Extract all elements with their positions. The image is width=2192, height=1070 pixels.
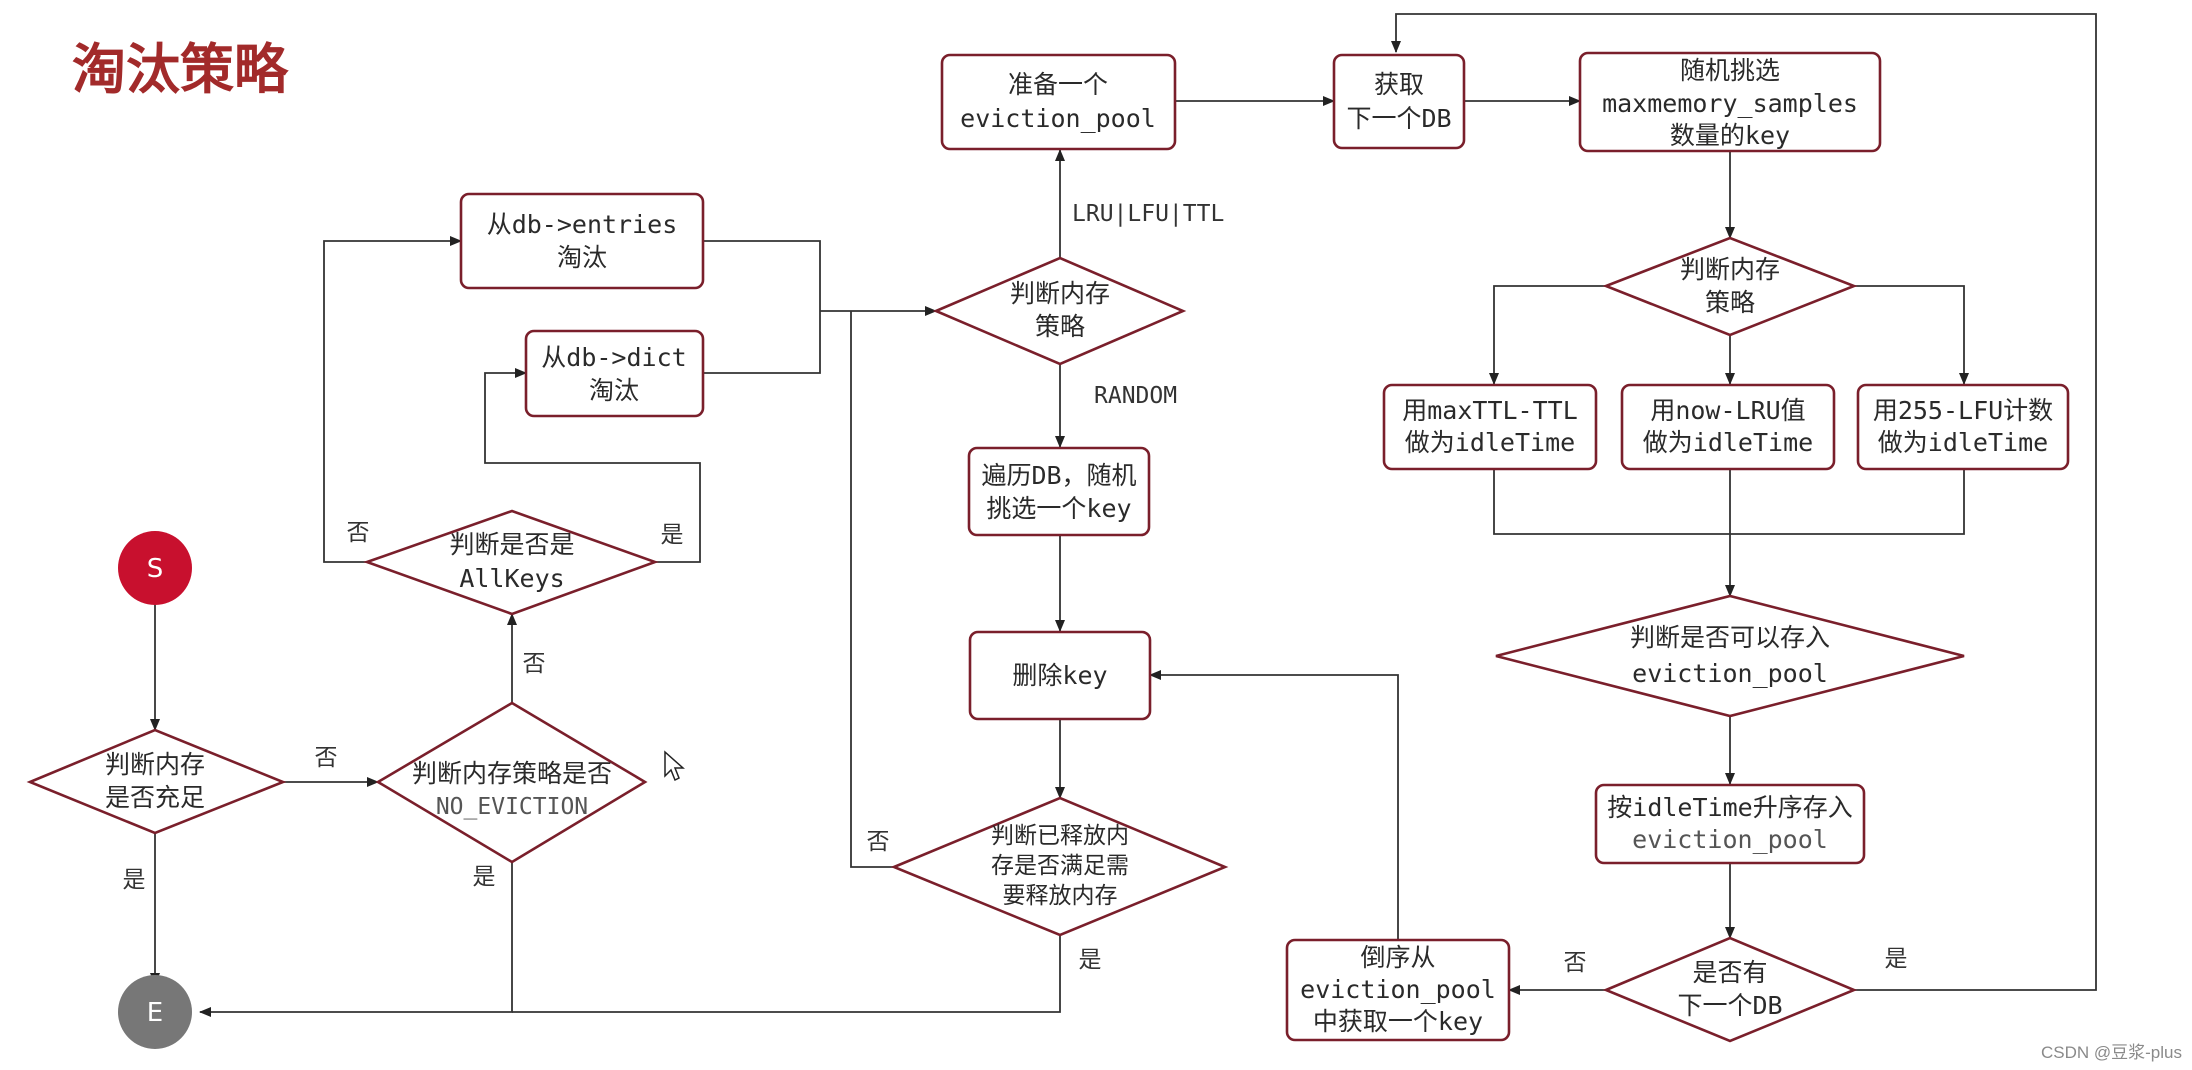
prepare-pool-line2: eviction_pool <box>960 104 1156 133</box>
policy-check-diamond <box>932 256 1187 366</box>
can-store-line1: 判断是否可以存入 <box>1630 623 1830 652</box>
label-random: RANDOM <box>1094 383 1177 409</box>
from-dict-line2: 淘汰 <box>589 376 639 405</box>
next-db-line1: 获取 <box>1374 70 1424 99</box>
delete-key-box <box>968 630 1152 721</box>
has-next-db-line1: 是否有 <box>1692 958 1767 987</box>
sample-keys-line1: 随机挑选 <box>1680 56 1780 85</box>
has-next-db-diamond <box>1602 936 1858 1043</box>
label-mem-no: 否 <box>315 745 338 771</box>
svg-text:E: E <box>147 998 163 1028</box>
edge-released-no <box>850 311 894 868</box>
sample-keys-line2: maxmemory_samples <box>1602 89 1858 118</box>
from-dict-box <box>524 329 705 418</box>
has-next-db-line2: 下一个DB <box>1677 991 1782 1020</box>
edge-allkeys-no <box>323 236 462 563</box>
traverse-random-line1: 遍历DB，随机 <box>981 461 1136 490</box>
traverse-random-box <box>967 446 1151 537</box>
from-dict-line1: 从db->dict <box>541 343 686 372</box>
label-lru-lfu-ttl: LRU|LFU|TTL <box>1072 201 1224 227</box>
take-from-pool-line2: eviction_pool <box>1300 975 1496 1004</box>
label-mem-yes: 是 <box>123 867 146 893</box>
no-eviction-line2: NO_EVICTION <box>436 794 588 820</box>
all-keys-line2: AllKeys <box>459 564 564 593</box>
lfu-idle-line1: 用255-LFU计数 <box>1873 396 2053 425</box>
mem-enough-line1: 判断内存 <box>105 750 205 779</box>
mem-enough-line2: 是否充足 <box>105 783 205 812</box>
edge-idle-merge <box>1493 470 1965 535</box>
edge-released-yes <box>512 935 1061 1013</box>
store-sorted-line2: eviction_pool <box>1632 825 1828 854</box>
ttl-idle-box <box>1382 383 1598 471</box>
ttl-idle-line2: 做为idleTime <box>1405 428 1575 457</box>
policy-check2-diamond <box>1602 236 1858 337</box>
next-db-box <box>1332 53 1466 150</box>
take-from-pool-line3: 中获取一个key <box>1313 1007 1483 1036</box>
released-enough-diamond <box>890 796 1229 937</box>
lfu-idle-box <box>1856 383 2070 471</box>
no-eviction-line1: 判断内存策略是否 <box>412 759 612 788</box>
label-released-no: 否 <box>867 829 890 855</box>
end-node: E <box>118 975 192 1049</box>
edges <box>150 13 2097 1017</box>
mouse-cursor-icon <box>664 750 685 782</box>
can-store-diamond <box>1495 594 1965 718</box>
sample-keys-box <box>1578 51 1882 153</box>
svg-text:S: S <box>147 554 164 584</box>
label-next-yes: 是 <box>1885 946 1908 972</box>
released-enough-line1: 判断已释放内 <box>991 823 1129 849</box>
take-from-pool-line1: 倒序从 <box>1360 943 1435 972</box>
can-store-line2: eviction_pool <box>1632 659 1828 688</box>
next-db-line2: 下一个DB <box>1346 104 1451 133</box>
watermark: CSDN @豆浆-plus <box>2041 1043 2182 1062</box>
edge-policy2-lfu <box>1854 285 1969 385</box>
prepare-pool-line1: 准备一个 <box>1008 70 1108 99</box>
policy-check-line2: 策略 <box>1035 312 1085 341</box>
edge-noev-yes <box>199 862 513 1017</box>
edge-entries-merge <box>703 240 821 311</box>
label-allkeys-no: 否 <box>347 520 370 546</box>
traverse-random-line2: 挑选一个key <box>986 494 1131 523</box>
no-eviction-diamond <box>375 701 648 864</box>
label-released-yes: 是 <box>1079 947 1102 973</box>
released-enough-line2: 存是否满足需 <box>991 853 1129 879</box>
take-from-pool-box <box>1285 938 1511 1042</box>
from-entries-box <box>459 192 705 290</box>
store-sorted-box <box>1594 783 1866 865</box>
all-keys-line1: 判断是否是 <box>449 530 574 559</box>
lfu-idle-line2: 做为idleTime <box>1878 428 2048 457</box>
sample-keys-line3: 数量的key <box>1670 121 1790 150</box>
from-entries-line2: 淘汰 <box>557 243 607 272</box>
store-sorted-line1: 按idleTime升序存入 <box>1607 793 1852 822</box>
released-enough-line3: 要释放内存 <box>1003 883 1118 909</box>
label-next-no: 否 <box>1564 950 1587 976</box>
page-title: 淘汰策略 <box>72 38 289 101</box>
edge-allkeys-yes <box>484 368 701 563</box>
ttl-idle-line1: 用maxTTL-TTL <box>1402 396 1578 425</box>
policy-check2-line1: 判断内存 <box>1680 255 1780 284</box>
mem-enough-diamond <box>26 728 287 835</box>
lru-idle-line2: 做为idleTime <box>1643 428 1813 457</box>
lru-idle-line1: 用now-LRU值 <box>1650 396 1805 425</box>
policy-check2-line2: 策略 <box>1705 288 1755 317</box>
lru-idle-box <box>1620 383 1836 471</box>
edge-policy2-ttl <box>1489 285 1606 385</box>
edge-dict-merge <box>703 311 821 374</box>
from-entries-line1: 从db->entries <box>487 210 678 239</box>
label-allkeys-yes: 是 <box>661 522 684 548</box>
start-node: S <box>118 531 192 605</box>
edge-hasnext-yes <box>1391 13 2097 991</box>
prepare-pool-box <box>940 53 1177 151</box>
delete-key-label: 删除key <box>1012 661 1107 690</box>
label-noev-no: 否 <box>523 651 546 677</box>
label-noev-yes: 是 <box>473 864 496 890</box>
all-keys-diamond <box>363 509 659 616</box>
edge-take-to-delete <box>1149 670 1399 940</box>
policy-check-line1: 判断内存 <box>1010 279 1110 308</box>
